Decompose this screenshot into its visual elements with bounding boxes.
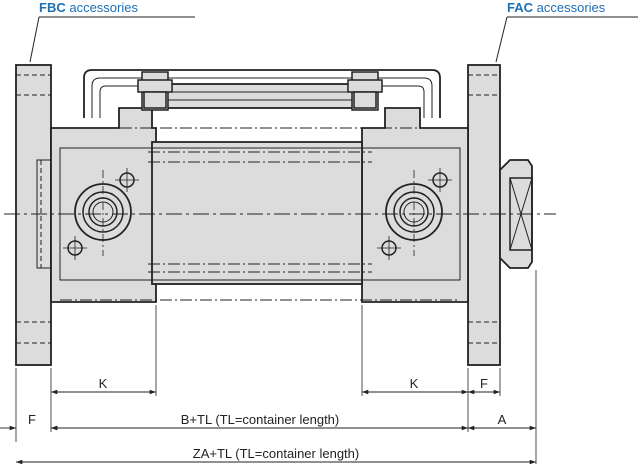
top-piping	[83, 69, 441, 118]
dim-k-right: K	[410, 376, 419, 391]
fbc-code: FBC	[39, 0, 66, 15]
fac-accessories-label: FAC accessories	[507, 0, 605, 15]
right-flange-plate	[467, 64, 501, 366]
dim-f-right: F	[480, 376, 488, 391]
dim-za-tl: ZA+TL (TL=container length)	[193, 446, 359, 461]
extension-lines	[15, 270, 537, 464]
fac-word: accessories	[536, 0, 606, 15]
fbc-accessories-label: FBC accessories	[39, 0, 138, 15]
fbc-word: accessories	[69, 0, 138, 15]
dim-a: A	[498, 412, 507, 427]
callout-leaders	[29, 16, 638, 63]
dimension-lines	[0, 389, 536, 465]
tie-rods	[60, 127, 460, 301]
dim-f-left: F	[28, 412, 36, 427]
fac-code: FAC	[507, 0, 533, 15]
left-flange-plate	[15, 64, 52, 366]
mounting-holes	[63, 168, 452, 260]
dim-b-tl: B+TL (TL=container length)	[181, 412, 340, 427]
fittings	[137, 71, 383, 111]
dim-k-left: K	[99, 376, 108, 391]
